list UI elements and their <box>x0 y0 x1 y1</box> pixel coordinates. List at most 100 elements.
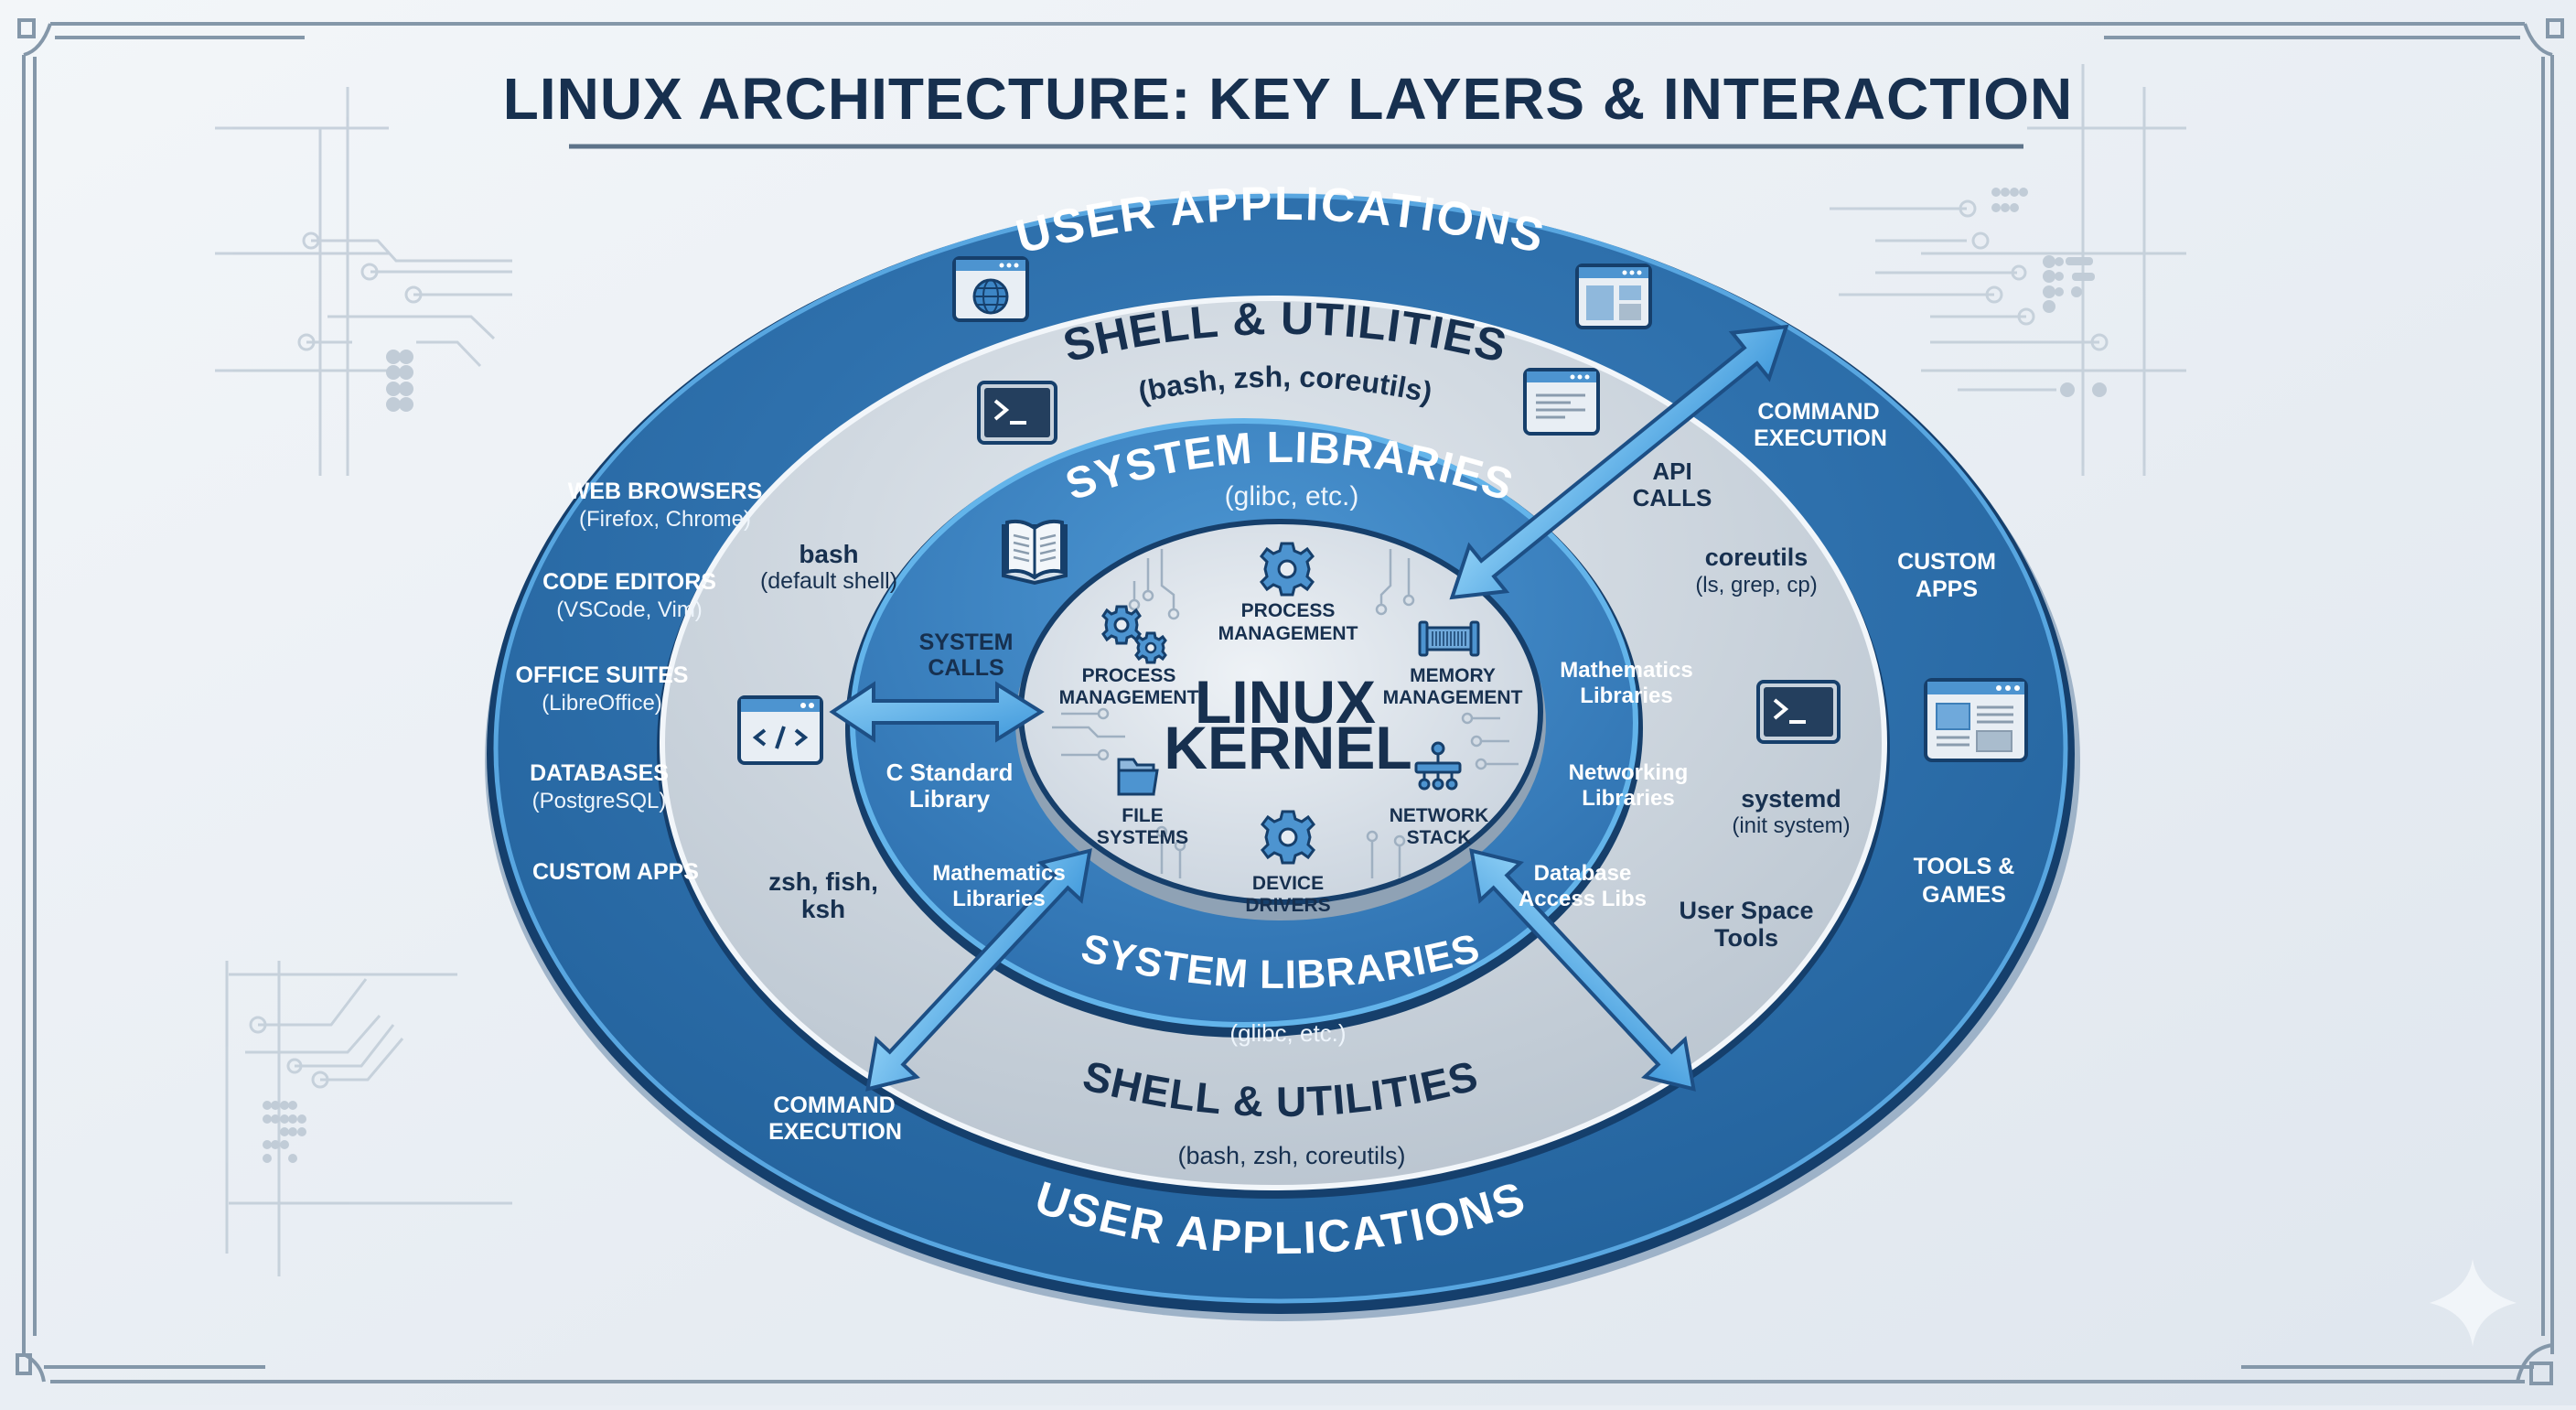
libs-item-database-access: Database <box>1534 861 1632 886</box>
window-layout-icon[interactable] <box>1575 264 1652 329</box>
gear-icon <box>1260 542 1315 597</box>
terminal-icon[interactable] <box>1756 680 1841 744</box>
svg-text:Libraries: Libraries <box>1580 683 1672 708</box>
gears-icon <box>1101 605 1167 664</box>
kernel-component-file-systems[interactable]: FILE SYSTEMS <box>1097 758 1188 848</box>
kernel-component-device-drivers[interactable]: DEVICE DRIVERS <box>1245 810 1331 916</box>
code-window-icon[interactable] <box>737 695 823 765</box>
interaction-arrows <box>829 324 1789 1092</box>
svg-text:(Firefox, Chrome): (Firefox, Chrome) <box>579 507 751 532</box>
svg-text:EXECUTION: EXECUTION <box>1754 425 1887 451</box>
libs-item-mathematics-left: Mathematics <box>932 861 1065 886</box>
svg-text:DEVICE: DEVICE <box>1252 873 1324 894</box>
libs-items: SYSTEM CALLS C Standard Library Mathemat… <box>886 630 1693 911</box>
svg-text:MANAGEMENT: MANAGEMENT <box>1218 623 1358 644</box>
book-icon[interactable] <box>1002 519 1068 586</box>
list-item: CUSTOM APPS <box>532 859 699 885</box>
shell-item-coreutils: coreutils <box>1705 544 1809 571</box>
svg-text:PROCESS: PROCESS <box>1082 665 1176 686</box>
shell-items: bash (default shell) zsh, fish, ksh API … <box>760 457 1851 952</box>
svg-text:WEB BROWSERS: WEB BROWSERS <box>568 479 763 504</box>
svg-text:ksh: ksh <box>801 895 845 923</box>
list-item: WEB BROWSERS (Firefox, Chrome) <box>568 479 763 532</box>
svg-text:MEMORY: MEMORY <box>1410 665 1496 686</box>
svg-text:CALLS: CALLS <box>928 655 1004 681</box>
network-tree-icon <box>1414 741 1462 791</box>
svg-text:TOOLS &: TOOLS & <box>1914 854 2015 879</box>
layer-kernel[interactable] <box>1015 519 1546 920</box>
kernel-component-memory[interactable]: MEMORY MANAGEMENT <box>1383 620 1523 708</box>
svg-text:MANAGEMENT: MANAGEMENT <box>1383 687 1523 708</box>
svg-text:NETWORK: NETWORK <box>1390 805 1489 826</box>
svg-text:Library: Library <box>909 785 991 813</box>
svg-text:(VSCode, Vim): (VSCode, Vim) <box>556 597 703 622</box>
svg-text:OFFICE SUITES: OFFICE SUITES <box>516 662 689 688</box>
svg-text:EXECUTION: EXECUTION <box>768 1119 902 1145</box>
svg-text:APPS: APPS <box>1916 576 1978 602</box>
sparkle-icon <box>2430 1259 2517 1347</box>
browser-globe-icon[interactable] <box>952 256 1029 322</box>
shell-item-systemd: systemd <box>1741 785 1841 813</box>
svg-text:COMMAND: COMMAND <box>1757 399 1879 425</box>
libs-item-c-standard-library: C Standard <box>886 759 1014 786</box>
kernel-title-line2: KERNEL <box>1164 714 1411 781</box>
circuit-decoration-right <box>1830 64 2186 476</box>
double-arrow-api-calls <box>1449 324 1789 600</box>
kernel-title-line1: LINUX <box>1195 668 1376 736</box>
svg-text:GAMES: GAMES <box>1922 882 2006 908</box>
gear-icon <box>1261 810 1315 865</box>
page-title: LINUX ARCHITECTURE: KEY LAYERS & INTERAC… <box>503 66 2073 132</box>
kernel-circuit-traces <box>1052 549 1519 878</box>
shell-utilities-sub-bottom: (bash, zsh, coreutils) <box>1177 1142 1405 1169</box>
svg-text:CUSTOM APPS: CUSTOM APPS <box>532 859 699 885</box>
folder-icon <box>1117 758 1159 796</box>
svg-text:MANAGEMENT: MANAGEMENT <box>1059 687 1199 708</box>
decorative-frame <box>16 18 2564 1385</box>
terminal-icon[interactable] <box>977 381 1057 445</box>
libs-item-networking: Networking <box>1569 760 1689 785</box>
window-content-icon[interactable] <box>1924 678 2028 762</box>
svg-text:COMMAND: COMMAND <box>773 1092 895 1118</box>
svg-text:CUSTOM: CUSTOM <box>1897 549 1996 575</box>
kernel-component-network-stack[interactable]: NETWORK STACK <box>1390 741 1489 848</box>
kernel-component-process-top[interactable]: PROCESS MANAGEMENT <box>1218 542 1358 644</box>
document-window-icon[interactable] <box>1523 368 1600 436</box>
svg-text:SYSTEMS: SYSTEMS <box>1097 827 1188 848</box>
shell-item-user-space-tools: User Space <box>1679 897 1813 924</box>
svg-text:Tools: Tools <box>1714 924 1778 952</box>
svg-text:(init system): (init system) <box>1732 813 1850 838</box>
svg-text:(default shell): (default shell) <box>760 568 897 594</box>
svg-text:FILE: FILE <box>1122 805 1164 826</box>
dot-matrix-right <box>1991 188 2107 397</box>
libs-item-system-calls: SYSTEM <box>919 630 1014 655</box>
svg-text:CALLS: CALLS <box>1633 484 1712 511</box>
svg-text:DATABASES: DATABASES <box>530 760 669 786</box>
svg-text:(LibreOffice): (LibreOffice) <box>542 691 662 716</box>
dot-matrix-left <box>263 350 413 1163</box>
system-libraries-sub-top: (glibc, etc.) <box>1225 481 1359 511</box>
double-arrow-command-left <box>865 848 1092 1092</box>
list-item: CODE EDITORS (VSCode, Vim) <box>542 569 716 622</box>
svg-text:STACK: STACK <box>1407 827 1472 848</box>
memory-chip-icon <box>1418 620 1480 657</box>
svg-text:Libraries: Libraries <box>1582 786 1674 811</box>
double-arrow-command-right <box>1469 848 1696 1092</box>
svg-text:PROCESS: PROCESS <box>1241 600 1336 621</box>
svg-text:DRIVERS: DRIVERS <box>1245 895 1330 916</box>
shell-item-bash: bash <box>799 540 858 568</box>
list-item: DATABASES (PostgreSQL) <box>530 760 669 813</box>
svg-text:Access Libs: Access Libs <box>1519 887 1647 911</box>
svg-text:CODE EDITORS: CODE EDITORS <box>542 569 716 595</box>
kernel-component-process-left[interactable]: PROCESS MANAGEMENT <box>1059 605 1199 708</box>
user-apps-right-list: COMMAND EXECUTION CUSTOM APPS TOOLS & GA… <box>768 399 2014 1145</box>
system-libraries-sub-bottom: (glibc, etc.) <box>1229 1019 1346 1047</box>
svg-text:(ls, grep, cp): (ls, grep, cp) <box>1695 573 1817 597</box>
list-item: OFFICE SUITES (LibreOffice) <box>516 662 689 716</box>
shell-item-zsh: zsh, fish, <box>768 867 878 896</box>
svg-text:Libraries: Libraries <box>952 887 1045 911</box>
libs-item-mathematics-right: Mathematics <box>1560 658 1692 683</box>
shell-item-api-calls: API <box>1652 457 1691 485</box>
svg-text:(PostgreSQL): (PostgreSQL) <box>532 789 667 813</box>
